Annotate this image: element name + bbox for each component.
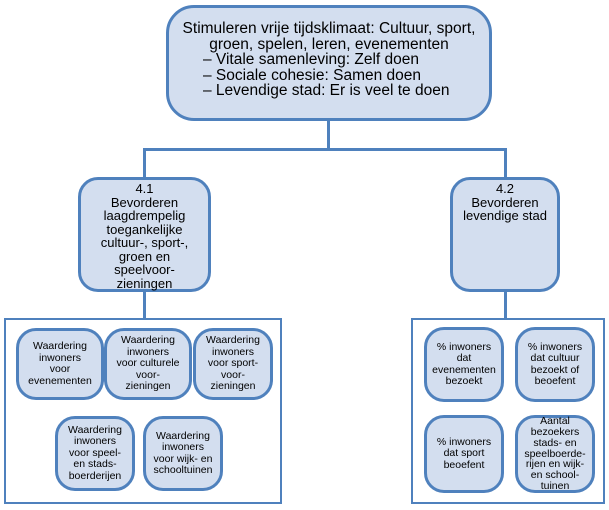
root-node: Stimuleren vrije tijdsklimaat: Cultuur, … [166, 5, 492, 121]
indicator-line: stads- en [533, 436, 577, 449]
indicator-line: inwoners [161, 441, 205, 453]
indicator-line: Waardering [33, 340, 87, 352]
root-title-line: Stimuleren vrije tijdsklimaat: Cultuur, … [182, 20, 476, 38]
goal-line: zieningen [116, 275, 173, 291]
goal-node-4-1: 4.1 Bevorderen laagdrempelig toegankelij… [78, 177, 211, 292]
indicator-line: en school- [530, 469, 580, 482]
indicator-line: zieningen [210, 380, 256, 393]
indicator-line: evenementen [28, 374, 92, 387]
indicator-line: % inwoners [436, 435, 492, 448]
connector-goal-4-2-down [504, 290, 507, 319]
indicator-line: bezoekt [445, 375, 483, 387]
indicator-node: Aantal bezoekers stads- en speelboerde- … [515, 415, 595, 493]
goal-line: Bevorderen [471, 194, 539, 210]
indicator-line: speelboerde- [524, 447, 586, 460]
indicator-line: schooltuinen [153, 464, 213, 476]
indicator-line: tuinen [540, 480, 570, 492]
indicator-line: voor sport- [207, 357, 259, 370]
goal-line: toegankelijke [106, 221, 183, 237]
indicator-line: Waardering [68, 423, 122, 436]
indicator-line: voor wijk- en [153, 452, 213, 465]
goal-line: speelvoor- [114, 262, 175, 277]
goal-line: Bevorderen [110, 194, 179, 210]
indicator-node: Waardering inwoners voor sport- voor- zi… [193, 328, 273, 400]
indicator-line: bezoekt of [530, 363, 580, 376]
goal-node-4-2: 4.2 Bevorderen levendige stad [450, 177, 560, 292]
indicator-line: bezoekers [530, 426, 580, 439]
connector-to-goal-4-1 [143, 148, 146, 178]
indicator-line: beoefent [534, 375, 576, 387]
indicator-line: zieningen [125, 380, 171, 393]
goal-line: laagdrempelig [103, 208, 186, 223]
indicator-line: inwoners [211, 345, 255, 358]
connector-to-goal-4-2 [504, 148, 507, 178]
indicator-line: voor- [136, 368, 160, 381]
indicator-line: Waardering [206, 334, 260, 347]
indicator-line: inwoners [126, 345, 170, 358]
connector-horizontal [143, 148, 507, 151]
connector-goal-4-1-down [143, 290, 146, 319]
goal-line: groen en [118, 248, 171, 264]
root-title-line: groen, spelen, leren, evenementen [209, 35, 449, 53]
indicator-node: % inwoners dat sport beoefent [424, 415, 504, 493]
indicator-line: % inwoners [436, 340, 492, 353]
goal-line: cultuur-, sport-, [100, 235, 189, 250]
indicator-line: Waardering [121, 334, 175, 347]
indicator-line: dat sport [443, 447, 485, 460]
indicator-node: % inwoners dat cultuur bezoekt of beoefe… [515, 327, 595, 402]
indicator-line: % inwoners [527, 340, 583, 353]
indicator-line: dat cultuur [530, 352, 580, 364]
indicator-line: voor culturele [116, 357, 180, 370]
indicator-node: Waardering inwoners voor wijk- en school… [143, 416, 223, 491]
indicator-line: voor- [221, 368, 245, 381]
indicator-line: inwoners [73, 435, 117, 448]
root-sub-item: – Levendige stad: Er is veel te doen [203, 82, 450, 100]
indicator-line: voor speel- [69, 446, 121, 459]
connector-root-down [327, 120, 330, 151]
goal-line: levendige stad [463, 208, 547, 223]
indicator-line: rijen en wijk- [525, 458, 585, 471]
indicator-node: Waardering inwoners voor evenementen [16, 328, 104, 400]
indicator-node: % inwoners dat evenementen bezoekt [424, 327, 504, 402]
indicator-line: dat [456, 352, 472, 364]
root-sub-item: – Vitale samenleving: Zelf doen [203, 51, 419, 69]
indicator-node: Waardering inwoners voor speel- en stads… [55, 416, 135, 491]
indicator-line: Aantal [540, 415, 570, 428]
indicator-line: boerderijen [68, 469, 122, 482]
indicator-line: beoefent [443, 458, 485, 471]
indicator-line: voor [49, 363, 71, 375]
indicator-node: Waardering inwoners voor culturele voor-… [104, 328, 192, 400]
root-sub-item: – Sociale cohesie: Samen doen [203, 66, 422, 84]
indicator-line: en stads- [73, 458, 117, 471]
indicator-line: inwoners [38, 351, 82, 364]
goal-line: 4.2 [495, 181, 515, 196]
goal-line: 4.1 [135, 181, 154, 196]
indicator-line: evenementen [432, 363, 496, 376]
indicator-line: Waardering [156, 429, 210, 442]
